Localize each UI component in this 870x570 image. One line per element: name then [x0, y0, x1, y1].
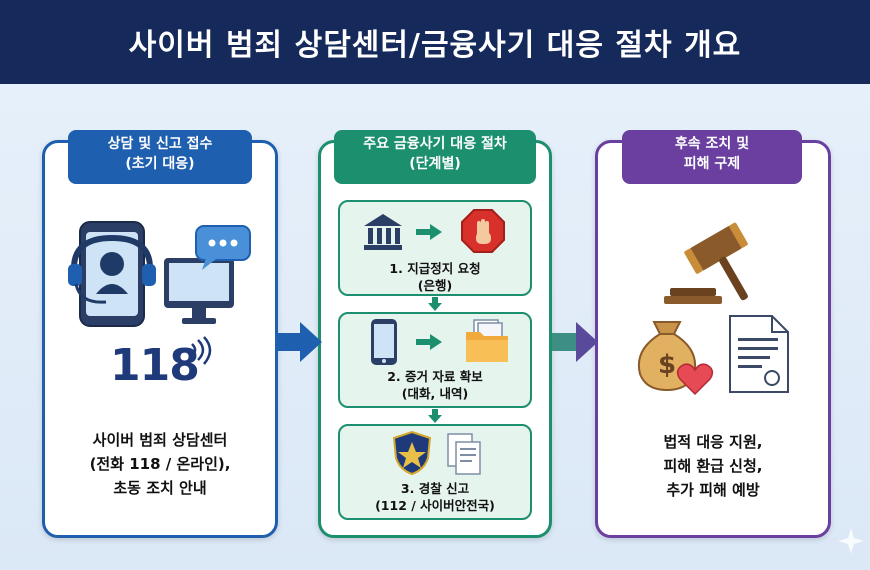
certificate-icon — [728, 314, 790, 394]
svg-text:$: $ — [658, 350, 676, 380]
followup-description: 법적 대응 지원, 피해 환급 신청, 추가 피해 예방 — [600, 430, 826, 502]
gavel-icon — [664, 214, 774, 306]
step-3-line1: 3. 경찰 신고 — [400, 481, 470, 496]
step-3-line2: (112 / 사이버안전국) — [375, 498, 495, 513]
page-title: 사이버 범죄 상담센터/금융사기 대응 절차 개요 — [128, 28, 742, 63]
step-1-label: 1. 지급정지 요청 (은행) — [340, 260, 530, 294]
header-bar: 사이버 범죄 상담센터/금융사기 대응 절차 개요 — [0, 0, 870, 84]
step-2-line2: (대화, 내역) — [401, 386, 469, 401]
followup-panel — [595, 140, 831, 538]
followup-tab-line1: 후속 조치 및 — [674, 136, 750, 152]
consult-tab: 상담 및 신고 접수 (초기 대응) — [68, 130, 252, 184]
arrow-right-icon — [416, 334, 442, 350]
followup-desc-line2: 피해 환급 신청, — [663, 457, 763, 475]
followup-tab-line2: 피해 구제 — [683, 156, 741, 172]
smartphone-icon — [370, 318, 398, 366]
sparkle-icon — [838, 528, 864, 554]
bank-icon — [362, 212, 404, 252]
consult-desc-line1: 사이버 범죄 상담센터 — [92, 431, 228, 449]
step-1-box: 1. 지급정지 요청 (은행) — [338, 200, 532, 296]
step-2-label: 2. 증거 자료 확보 (대화, 내역) — [340, 368, 530, 402]
police-badge-icon — [390, 430, 434, 476]
signal-waves-icon — [188, 336, 216, 366]
step-1-line1: 1. 지급정지 요청 — [389, 261, 481, 276]
arrow-right-icon — [552, 318, 600, 366]
arrow-right-icon — [276, 318, 324, 366]
headset-phone-icon — [66, 218, 158, 330]
arrow-down-icon — [428, 297, 442, 311]
stop-hand-icon — [460, 208, 506, 254]
consult-description: 사이버 범죄 상담센터 (전화 118 / 온라인), 초동 조치 안내 — [48, 428, 272, 500]
followup-desc-line1: 법적 대응 지원, — [663, 433, 763, 451]
hotline-number: 118 — [110, 340, 200, 391]
followup-desc-line3: 추가 피해 예방 — [666, 481, 760, 499]
folder-documents-icon — [464, 318, 510, 364]
arrow-down-icon — [428, 409, 442, 423]
consult-tab-line1: 상담 및 신고 접수 — [107, 136, 213, 152]
heart-icon — [676, 362, 714, 396]
consult-number-group: 118 — [110, 340, 210, 396]
documents-icon — [446, 432, 482, 476]
step-2-line1: 2. 증거 자료 확보 — [387, 369, 483, 384]
step-2-box: 2. 증거 자료 확보 (대화, 내역) — [338, 312, 532, 408]
step-3-label: 3. 경찰 신고 (112 / 사이버안전국) — [340, 480, 530, 514]
consult-desc-line2: (전화 118 / 온라인), — [89, 455, 231, 473]
consult-panel — [42, 140, 278, 538]
procedure-tab-line2: (단계별) — [409, 156, 461, 172]
step-3-box: 3. 경찰 신고 (112 / 사이버안전국) — [338, 424, 532, 520]
monitor-chat-icon — [160, 224, 252, 328]
consult-desc-line3: 초동 조치 안내 — [113, 479, 207, 497]
consult-tab-line2: (초기 대응) — [125, 156, 195, 172]
procedure-tab-line1: 주요 금융사기 대응 절차 — [363, 136, 507, 152]
procedure-tab: 주요 금융사기 대응 절차 (단계별) — [334, 130, 536, 184]
arrow-right-icon — [416, 224, 442, 240]
followup-tab: 후속 조치 및 피해 구제 — [622, 130, 802, 184]
step-1-line2: (은행) — [417, 278, 453, 293]
